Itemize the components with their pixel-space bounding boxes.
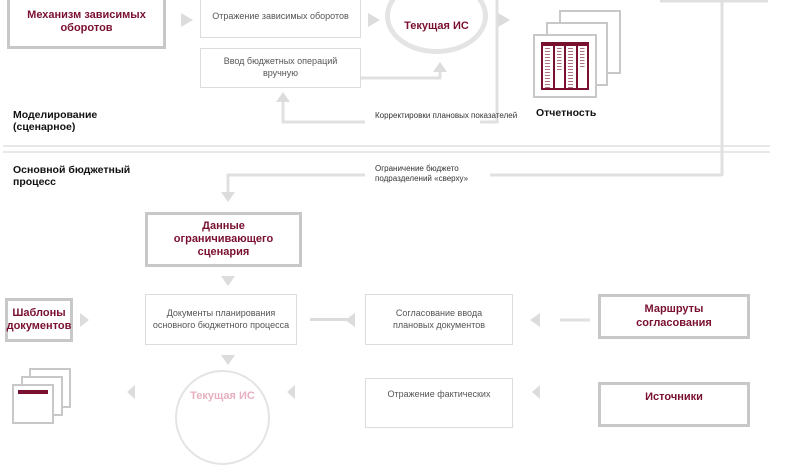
plan-corrections-note: Корректировки плановых показателей (375, 111, 518, 120)
arrow-up-icon (433, 62, 447, 72)
arrow-right-icon (181, 13, 193, 27)
ellipse-label: Текущая ИС (190, 390, 255, 402)
approval-of-input-box[interactable]: Согласование ввода плановых документов (365, 294, 513, 345)
dependent-turnover-reflection-box[interactable]: Отражение зависимых оборотов (200, 0, 361, 38)
documents-stack-icon[interactable] (12, 368, 72, 424)
box-label: Согласование ввода плановых документов (392, 307, 486, 330)
approval-routes-box[interactable]: Маршруты согласования (598, 294, 750, 339)
arrow-right-icon (368, 13, 380, 27)
box-label: Шаблоны документов (6, 306, 72, 332)
box-label: Отражение фактических (387, 389, 491, 399)
arrow-left-icon (287, 385, 295, 399)
box-label: Маршруты согласования (636, 303, 712, 329)
arrow-up-icon (276, 92, 290, 102)
actual-reflection-box[interactable]: Отражение фактических (365, 378, 513, 428)
reporting-label: Отчетность (536, 107, 597, 119)
arrow-down-icon (221, 192, 235, 202)
box-label: Документы планирования основного бюджетн… (152, 307, 290, 330)
connector-lines (3, 0, 770, 399)
document-templates-box[interactable]: Шаблоны документов (5, 298, 73, 342)
sources-box[interactable]: Источники (598, 382, 750, 427)
box-label: Источники (645, 391, 703, 403)
box-label: Отражение зависимых оборотов (212, 10, 349, 21)
manual-budget-entry-box[interactable]: Ввод бюджетных операций вручную (200, 48, 361, 88)
arrow-down-icon (221, 355, 235, 365)
box-label: Данные ограничивающего сценария (173, 219, 274, 259)
arrow-left-icon (530, 313, 540, 327)
planning-documents-box[interactable]: Документы планирования основного бюджетн… (145, 294, 297, 345)
modeling-section-label: Моделирование (сценарное) (13, 109, 98, 133)
arrow-right-icon (80, 313, 89, 327)
arrow-right-icon (498, 13, 510, 27)
current-is-circle[interactable]: Текущая ИС (175, 370, 270, 465)
reporting-documents-icon[interactable] (533, 10, 623, 100)
dependent-turnover-mechanism-box[interactable]: Механизм зависимых оборотов (7, 0, 166, 49)
arrow-left-icon (532, 385, 540, 399)
arrow-down-icon (221, 276, 235, 286)
ellipse-label: Текущая ИС (404, 20, 469, 32)
arrow-left-icon (127, 385, 135, 399)
box-label: Ввод бюджетных операций вручную (223, 56, 338, 78)
top-down-limit-note: Ограничение бюджето подразделений «сверх… (375, 164, 469, 183)
limiting-scenario-data-box[interactable]: Данные ограничивающего сценария (145, 212, 302, 267)
main-process-section-label: Основной бюджетный процесс (13, 164, 131, 188)
box-label: Механизм зависимых оборотов (27, 8, 146, 34)
